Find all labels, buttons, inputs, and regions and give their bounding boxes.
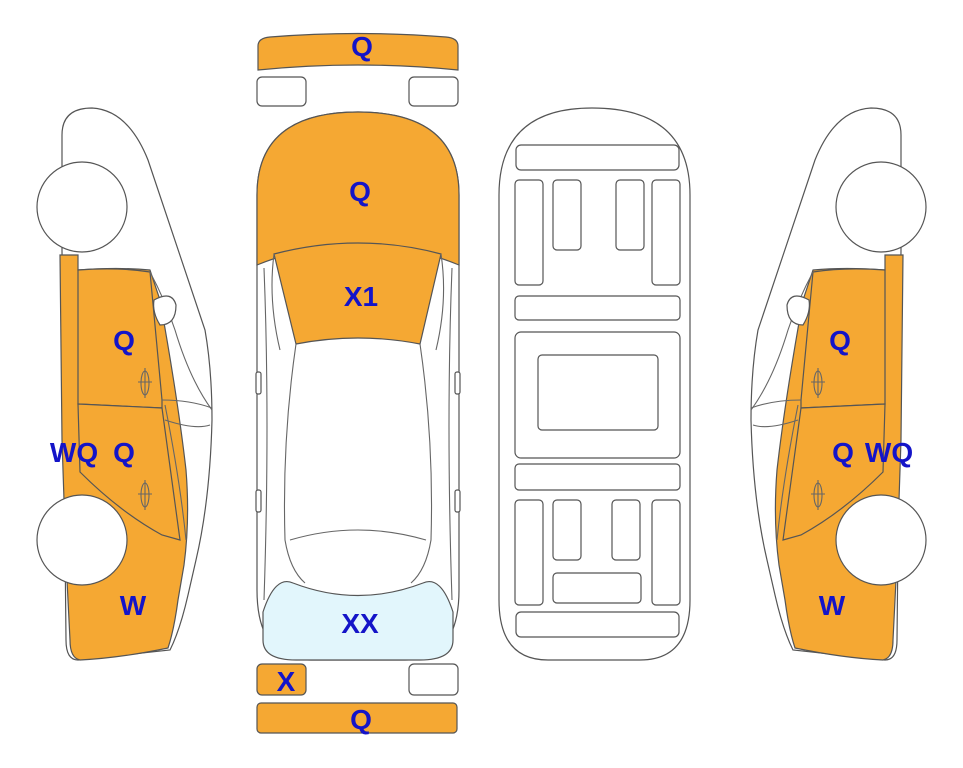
label-hood: Q bbox=[349, 176, 371, 207]
roof-line-right bbox=[410, 343, 433, 584]
label-front-bumper: Q bbox=[351, 31, 373, 62]
label-left-pillar: WQ bbox=[50, 437, 98, 468]
right-side-line bbox=[448, 267, 453, 601]
left-front-door[interactable] bbox=[77, 268, 163, 409]
roof-rear-line bbox=[289, 529, 427, 541]
right-handle bbox=[454, 489, 461, 513]
right-rear-wheel[interactable] bbox=[835, 494, 927, 586]
right-a-pillar bbox=[435, 253, 445, 351]
rear-bumper[interactable] bbox=[256, 702, 458, 734]
label-rear-left-lamp: X bbox=[277, 666, 296, 697]
label-rear-window: XX bbox=[341, 608, 379, 639]
label-right-pillar: WQ bbox=[865, 437, 913, 468]
left-a-pillar bbox=[271, 253, 281, 351]
right-front-wheel[interactable] bbox=[835, 161, 927, 253]
label-rear-bumper: Q bbox=[350, 704, 372, 735]
right-mirror[interactable] bbox=[454, 371, 461, 395]
front-left-lamp[interactable] bbox=[256, 76, 307, 107]
label-right-quarter: W bbox=[819, 590, 846, 621]
front-right-lamp[interactable] bbox=[408, 76, 459, 107]
right-front-door[interactable] bbox=[800, 268, 886, 409]
label-right-front-door: Q bbox=[829, 325, 851, 356]
left-front-wheel[interactable] bbox=[36, 161, 128, 253]
left-handle bbox=[255, 489, 262, 513]
left-rear-wheel[interactable] bbox=[36, 494, 128, 586]
left-side-view bbox=[36, 107, 213, 661]
right-mirror-side[interactable] bbox=[786, 295, 810, 326]
left-rear-door[interactable] bbox=[77, 403, 181, 541]
right-rear-door[interactable] bbox=[782, 403, 886, 541]
label-windshield: X1 bbox=[344, 281, 378, 312]
front-bumper[interactable] bbox=[257, 32, 459, 71]
label-left-front-door: Q bbox=[113, 325, 135, 356]
rear-left-lamp[interactable] bbox=[256, 663, 307, 696]
label-left-quarter: W bbox=[120, 590, 147, 621]
top-view bbox=[255, 32, 461, 734]
right-side-view bbox=[750, 107, 927, 661]
damage-labels: Q Q X1 XX X Q Q WQ Q W Q Q WQ W bbox=[50, 31, 913, 735]
left-side-line bbox=[263, 267, 268, 601]
roof-line bbox=[283, 343, 306, 584]
rear-window[interactable] bbox=[262, 581, 454, 661]
underbody-view bbox=[498, 107, 691, 661]
windshield[interactable] bbox=[273, 242, 442, 345]
label-right-rear-door: Q bbox=[832, 437, 854, 468]
left-mirror-side[interactable] bbox=[153, 295, 177, 326]
left-mirror[interactable] bbox=[255, 371, 262, 395]
label-left-rear-door: Q bbox=[113, 437, 135, 468]
rear-right-lamp[interactable] bbox=[408, 663, 459, 696]
